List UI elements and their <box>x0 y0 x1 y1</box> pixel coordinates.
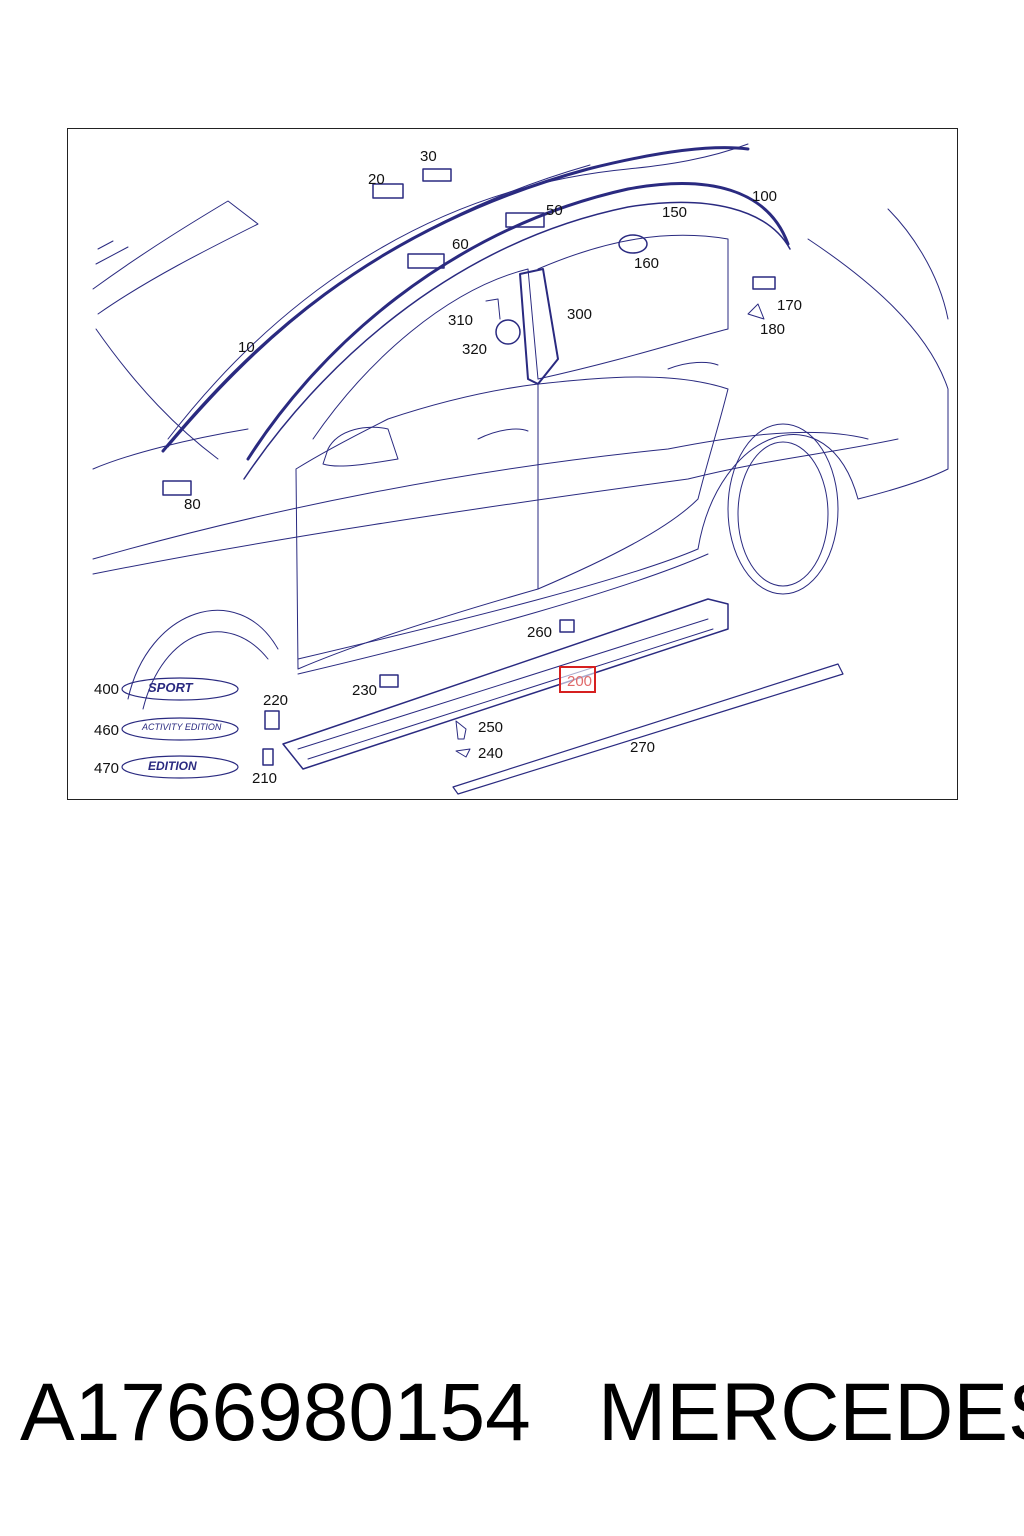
callout-80: 80 <box>184 496 201 513</box>
callout-270: 270 <box>630 739 656 756</box>
car-side-illustration <box>92 143 949 795</box>
callout-250: 250 <box>478 719 504 736</box>
callout-60: 60 <box>452 236 469 253</box>
callout-30: 30 <box>420 148 437 165</box>
part-number-text: A1766980154 <box>20 1367 531 1458</box>
callout-230: 230 <box>352 682 378 699</box>
callout-160: 160 <box>634 255 660 272</box>
callout-320: 320 <box>462 341 488 358</box>
brand-text: MERCEDES <box>598 1367 1024 1458</box>
callout-240: 240 <box>478 745 504 762</box>
callout-20: 20 <box>368 171 385 188</box>
callout-50: 50 <box>546 202 563 219</box>
callout-180: 180 <box>760 321 786 338</box>
badge-sport-text: SPORT <box>148 680 193 695</box>
callout-260: 260 <box>527 624 553 641</box>
callout-200-highlighted: 200 <box>559 666 597 693</box>
parts-diagram: SPORT ACTIVITY EDITION EDITION 10 20 30 … <box>67 128 958 800</box>
callout-220: 220 <box>263 692 289 709</box>
callout-470: 470 <box>94 760 120 777</box>
callout-310: 310 <box>448 312 474 329</box>
badge-activity-edition-text: ACTIVITY EDITION <box>142 722 222 732</box>
callout-300: 300 <box>567 306 593 323</box>
callout-100: 100 <box>752 188 778 205</box>
callout-400: 400 <box>94 681 120 698</box>
badge-edition-text: EDITION <box>148 759 197 773</box>
callout-10: 10 <box>238 339 255 356</box>
callout-150: 150 <box>662 204 688 221</box>
callout-170: 170 <box>777 297 803 314</box>
callout-460: 460 <box>94 722 120 739</box>
callout-210: 210 <box>252 770 278 787</box>
